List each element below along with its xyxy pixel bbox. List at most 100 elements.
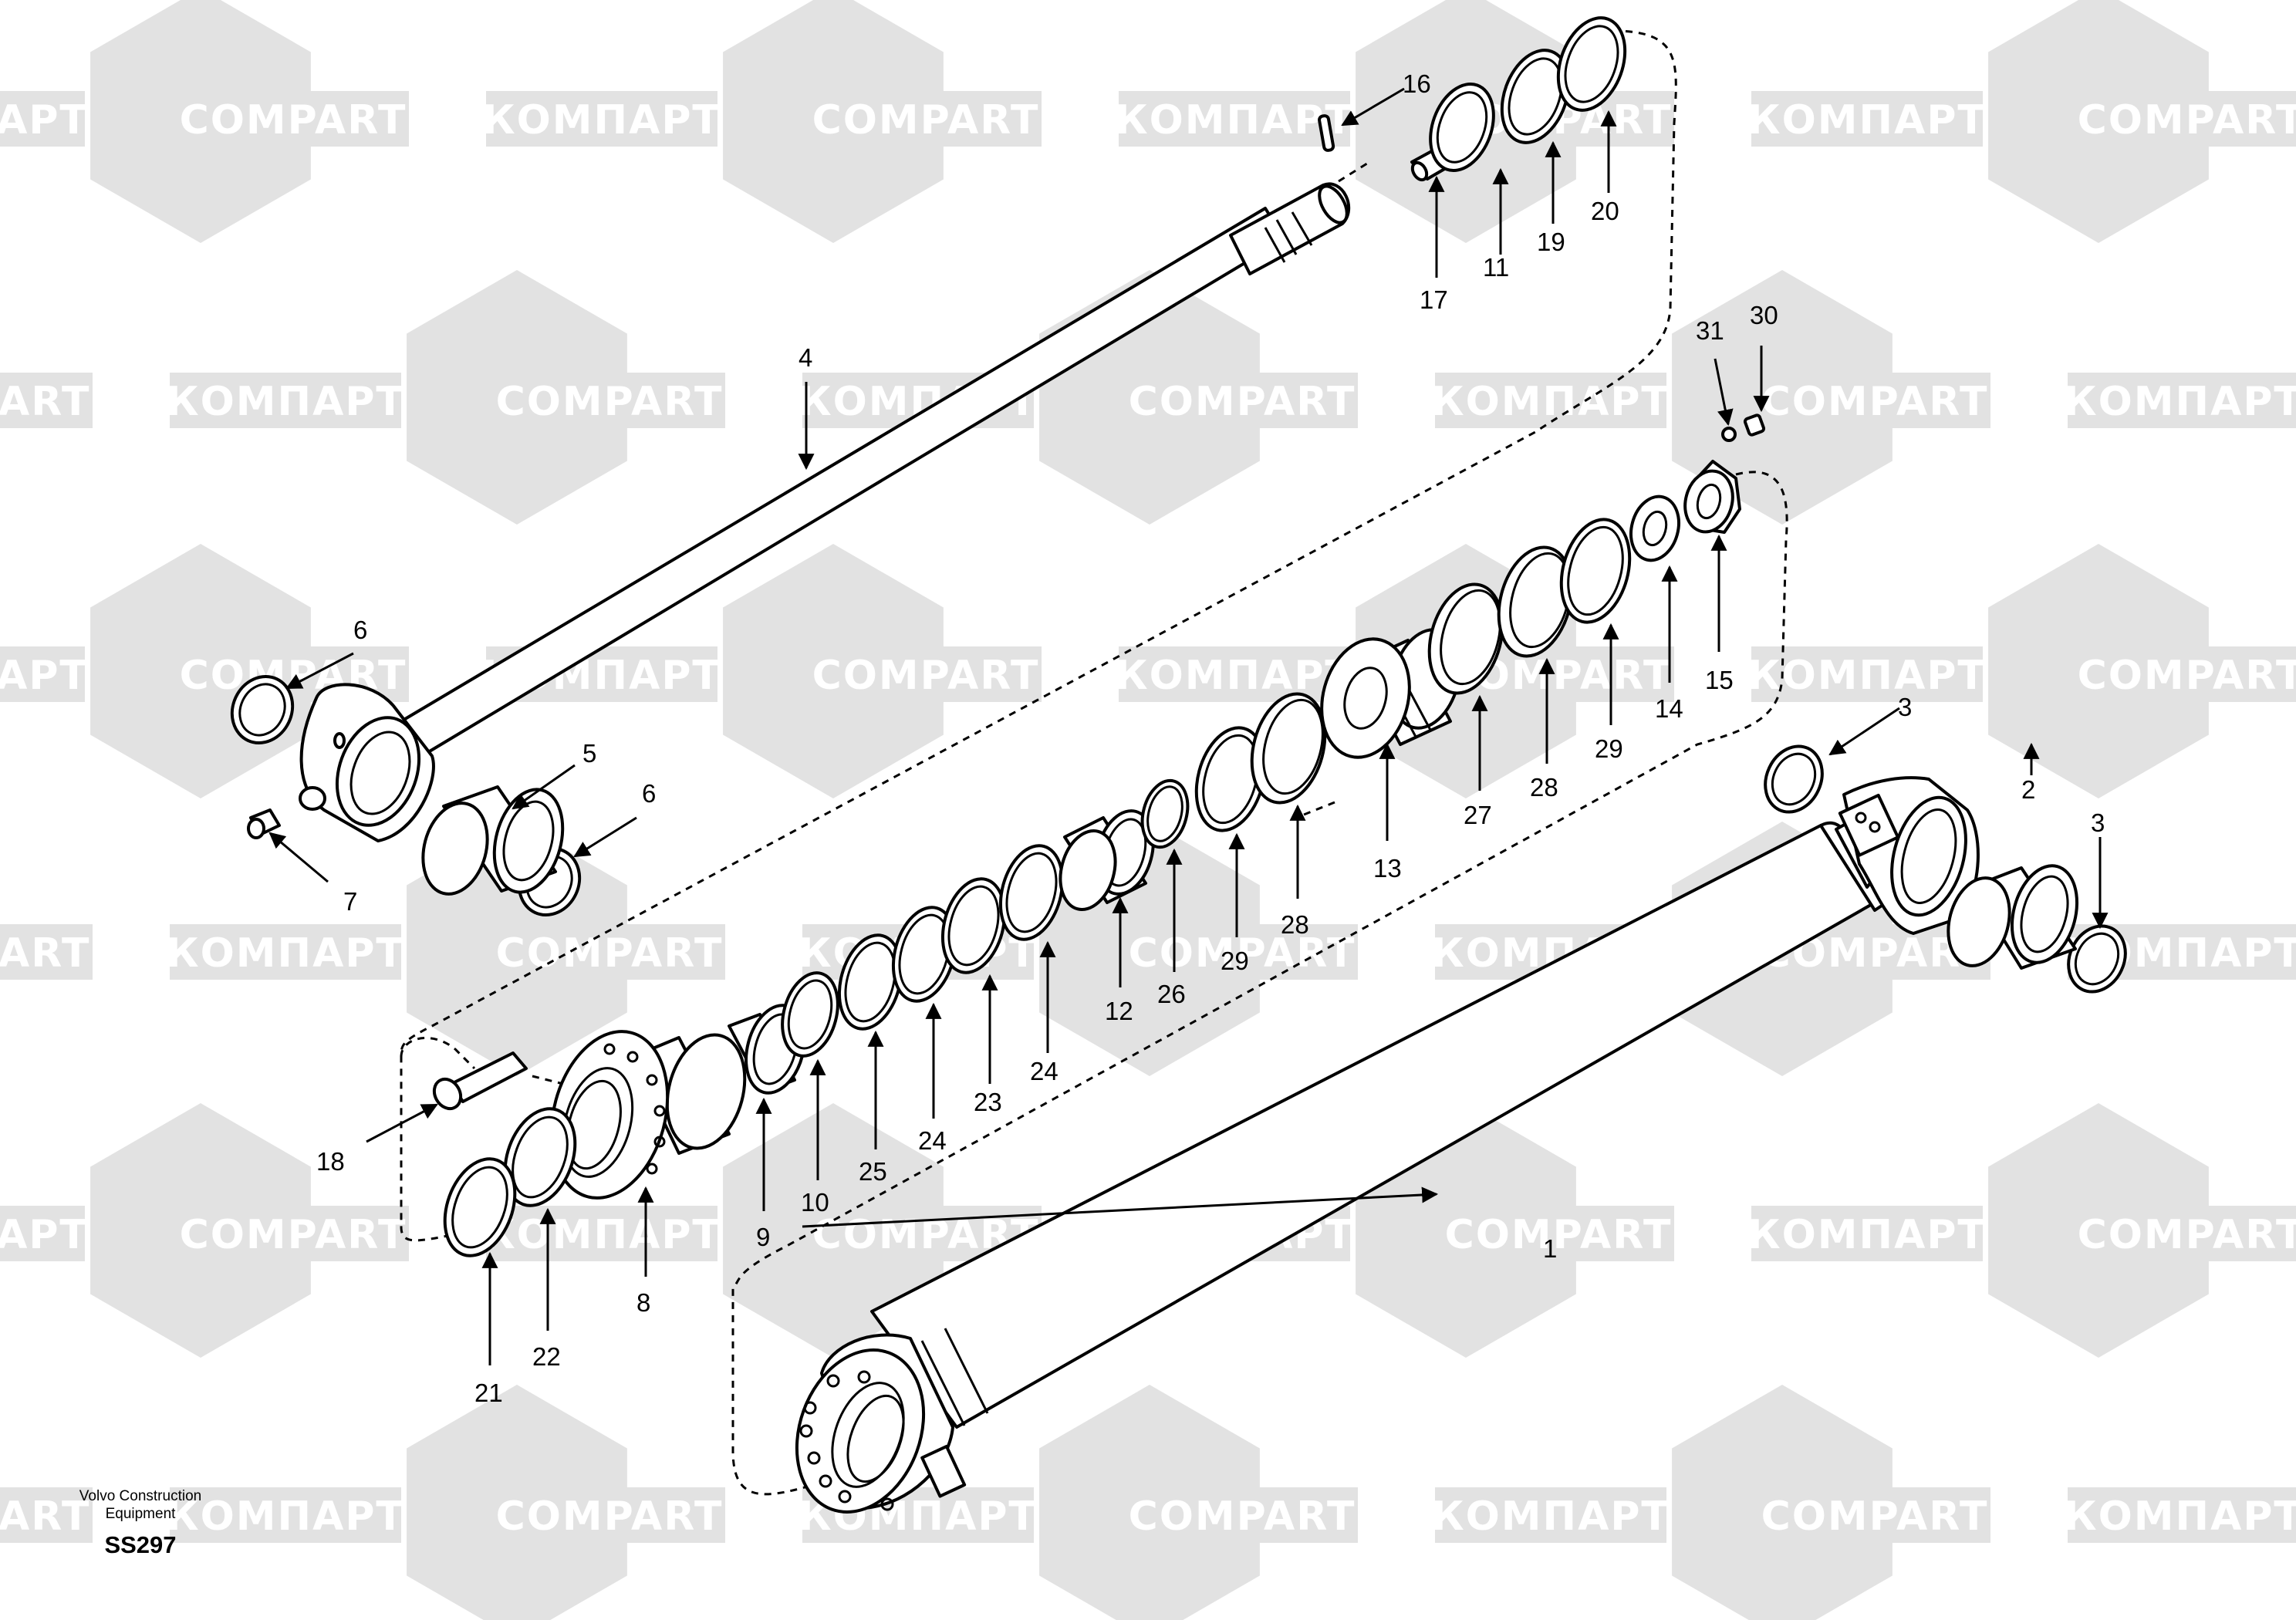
ring-27[interactable] <box>1418 576 1514 701</box>
ball-31[interactable] <box>1721 427 1737 442</box>
piston-13[interactable] <box>1309 622 1470 767</box>
callout-17: 17 <box>1420 285 1448 314</box>
watermark-banner <box>810 91 1042 147</box>
callout-26: 26 <box>1157 980 1186 1008</box>
watermark-text: COMPART <box>0 930 90 977</box>
watermark-text: COMPART <box>496 1493 724 1540</box>
watermark-text: КОМПАРТ <box>166 1493 405 1540</box>
watermark-banner <box>177 1206 409 1261</box>
grease-nipple-7[interactable] <box>247 808 281 839</box>
callout-24-upper: 24 <box>1030 1057 1059 1085</box>
watermark-banner <box>494 924 725 980</box>
callout-27: 27 <box>1464 801 1492 829</box>
watermark-banner <box>1751 91 1983 147</box>
watermark-text: КОМПАРТ <box>0 97 89 143</box>
watermark-banner <box>0 91 85 147</box>
callout-4: 4 <box>799 343 812 372</box>
watermark-banner <box>486 1206 718 1261</box>
callout-5: 5 <box>582 739 596 768</box>
watermark-text: COMPART <box>812 653 1040 699</box>
watermark-text: COMPART <box>1761 1493 1989 1540</box>
callout-22: 22 <box>532 1342 561 1371</box>
watermark-banner <box>170 373 401 428</box>
watermark-banner <box>177 91 409 147</box>
watermark-banner <box>2075 91 2296 147</box>
watermark-text: КОМПАРТ <box>2064 379 2296 425</box>
ring-19[interactable] <box>1490 41 1581 152</box>
watermark-banner <box>1435 1487 1666 1543</box>
watermark-banner <box>0 1206 85 1261</box>
bushing-2[interactable] <box>1939 859 2087 973</box>
publisher-line-2: Equipment <box>106 1506 177 1522</box>
watermark-text: COMPART <box>2078 97 2296 143</box>
watermark-text: COMPART <box>1445 1212 1673 1258</box>
watermark-banner <box>494 1487 725 1543</box>
watermark-text: КОМПАРТ <box>1431 379 1670 425</box>
watermark-banner <box>2075 1206 2296 1261</box>
callout-28-upper: 28 <box>1530 773 1558 802</box>
ring-20[interactable] <box>1546 8 1637 120</box>
watermark-text: COMPART <box>180 1212 407 1258</box>
watermark-text: COMPART <box>0 379 90 425</box>
watermark-banner <box>2068 1487 2296 1543</box>
watermark-banner <box>1435 373 1666 428</box>
watermark-banner <box>1443 1206 1674 1261</box>
callout-6-upper: 6 <box>353 616 367 644</box>
callout-20: 20 <box>1591 197 1619 225</box>
callout-7: 7 <box>343 887 357 916</box>
watermark-text: КОМПАРТ <box>1747 97 1987 143</box>
callout-3-upper: 3 <box>1898 693 1912 721</box>
callout-16: 16 <box>1403 69 1431 98</box>
callout-12: 12 <box>1105 997 1133 1025</box>
watermark-text: COMPART <box>2078 1212 2296 1258</box>
callout-18: 18 <box>316 1147 345 1176</box>
watermark-text: КОМПАРТ <box>166 930 405 977</box>
leader-lines <box>268 87 2109 1365</box>
callout-9: 9 <box>756 1223 770 1251</box>
callout-2: 2 <box>2021 775 2035 804</box>
watermark-banner <box>810 646 1042 702</box>
watermark-text: КОМПАРТ <box>0 1212 89 1258</box>
bolt-18[interactable] <box>429 1051 528 1113</box>
bushing-5[interactable] <box>414 781 573 901</box>
callout-19: 19 <box>1537 228 1565 256</box>
watermark-text: КОМПАРТ <box>482 97 721 143</box>
watermark-banner <box>494 373 725 428</box>
watermark-text: COMPART <box>496 930 724 977</box>
watermark-banner <box>1126 1487 1358 1543</box>
watermark-banner <box>0 646 85 702</box>
cylinder-head-8[interactable] <box>534 1018 757 1211</box>
watermark-banner <box>0 1487 93 1543</box>
footer: Volvo Construction Equipment SS297 <box>79 1488 201 1558</box>
watermark-text: КОМПАРТ <box>2064 1493 2296 1540</box>
piston-rod[interactable] <box>299 181 1352 842</box>
callout-6-lower: 6 <box>642 779 656 808</box>
callout-23: 23 <box>974 1088 1002 1116</box>
callout-29-upper: 29 <box>1595 734 1623 763</box>
watermark-banner <box>170 924 401 980</box>
lock-nut-15[interactable] <box>1679 460 1741 537</box>
callout-29-lower: 29 <box>1221 947 1249 975</box>
cylinder-tube[interactable] <box>775 776 1980 1530</box>
washer-14[interactable] <box>1624 491 1686 566</box>
callout-15: 15 <box>1705 666 1734 694</box>
ring-21[interactable] <box>432 1149 527 1266</box>
ring-22[interactable] <box>492 1099 587 1216</box>
retaining-ring-3-upper[interactable] <box>1755 737 1833 821</box>
watermark-banner <box>486 91 718 147</box>
callout-3-lower: 3 <box>2091 808 2105 837</box>
watermark-text: COMPART <box>1761 379 1989 425</box>
watermark-text: COMPART <box>496 379 724 425</box>
callout-30: 30 <box>1750 301 1778 329</box>
callout-21: 21 <box>474 1379 503 1407</box>
callout-8: 8 <box>636 1288 650 1317</box>
pin-16[interactable] <box>1318 114 1335 152</box>
ring-28-lower[interactable] <box>1241 686 1336 811</box>
watermark-text: КОМПАРТ <box>1747 1212 1987 1258</box>
watermark-text: КОМПАРТ <box>1115 653 1354 699</box>
ring-11[interactable] <box>1419 76 1504 180</box>
watermark-text: COMPART <box>1129 379 1356 425</box>
set-screw-30[interactable] <box>1743 413 1766 437</box>
bushing-12[interactable] <box>1052 805 1162 916</box>
